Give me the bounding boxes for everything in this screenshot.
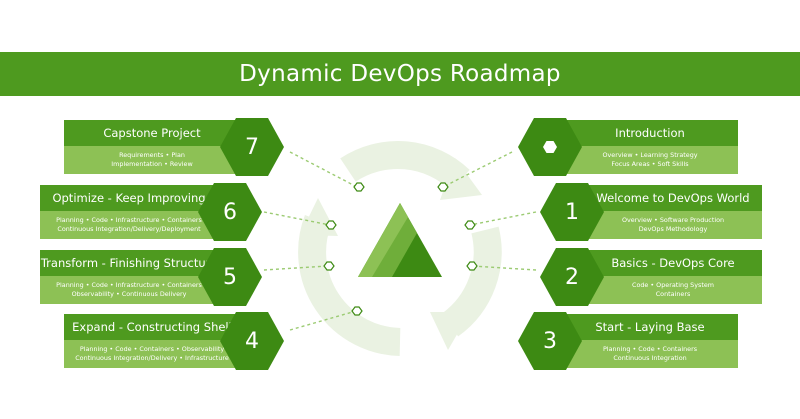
step-card-2: Basics - DevOps Core Code • Operating Sy…	[540, 248, 762, 306]
step-number-hex: 1	[540, 183, 604, 241]
connector-nodes	[323, 182, 478, 316]
step-detail-line: Continuous Integration	[613, 354, 687, 362]
step-detail-line: Code • Operating System	[631, 281, 714, 289]
arrowhead-top	[440, 158, 482, 200]
step-details: Planning • Code • Infrastructure • Conta…	[40, 276, 218, 304]
node-hex-icon	[437, 182, 449, 192]
step-card-4: Expand - Constructing Shell Planning • C…	[64, 312, 284, 370]
step-title: Capstone Project	[64, 120, 240, 146]
step-details: Requirements • Plan Implementation • Rev…	[64, 146, 240, 174]
step-title: Optimize - Keep Improving	[40, 185, 218, 211]
step-number-hex	[518, 118, 582, 176]
page-title: Dynamic DevOps Roadmap	[239, 61, 561, 87]
step-details: Planning • Code • Containers Continuous …	[562, 340, 738, 368]
step-details: Overview • Software Production DevOps Me…	[584, 211, 762, 239]
node-hex-icon	[466, 261, 478, 271]
step-card-6: Optimize - Keep Improving Planning • Cod…	[40, 183, 262, 241]
step-card-7: Capstone Project Requirements • Plan Imp…	[64, 118, 284, 176]
arrowhead-right	[430, 312, 470, 350]
step-details: Code • Operating System Containers	[584, 276, 762, 304]
step-details: Overview • Learning Strategy Focus Areas…	[562, 146, 738, 174]
step-number-hex: 3	[518, 312, 582, 370]
title-banner: Dynamic DevOps Roadmap	[0, 52, 800, 96]
step-detail-line: Containers	[655, 290, 691, 298]
step-detail-line: Planning • Code • Containers	[602, 345, 698, 353]
step-details: Planning • Code • Infrastructure • Conta…	[40, 211, 218, 239]
step-card-introduction: Introduction Overview • Learning Strateg…	[518, 118, 738, 176]
connectors	[263, 151, 537, 331]
triangle-logo	[358, 203, 442, 277]
step-title: Welcome to DevOps World	[584, 185, 762, 211]
step-card-5: Transform - Finishing Structure Planning…	[40, 248, 262, 306]
ring-arc-right	[441, 226, 502, 337]
node-hex-icon	[353, 182, 365, 192]
step-detail-line: Continuous Integration/Delivery • Infras…	[75, 354, 229, 362]
step-number-hex: 2	[540, 248, 604, 306]
hexagon-icon	[543, 141, 557, 153]
node-hex-icon	[351, 306, 363, 316]
step-detail-line: Overview • Software Production	[621, 216, 725, 224]
node-hex-icon	[325, 220, 337, 230]
step-details: Planning • Code • Containers • Observabi…	[64, 340, 240, 368]
step-title: Transform - Finishing Structure	[40, 250, 218, 276]
step-detail-line: Implementation • Review	[111, 160, 193, 168]
step-detail-line: Focus Areas • Soft Skills	[611, 160, 689, 168]
step-card-3: Start - Laying Base Planning • Code • Co…	[518, 312, 738, 370]
node-hex-icon	[464, 220, 476, 230]
step-detail-line: Planning • Code • Containers • Observabi…	[79, 345, 225, 353]
step-detail-line: Overview • Learning Strategy	[602, 151, 698, 159]
step-title: Expand - Constructing Shell	[64, 314, 240, 340]
step-detail-line: DevOps Methodology	[638, 225, 708, 233]
step-title: Start - Laying Base	[562, 314, 738, 340]
step-detail-line: Observability • Continuous Delivery	[71, 290, 187, 298]
step-card-1: Welcome to DevOps World Overview • Softw…	[540, 183, 762, 241]
step-number-hex: 6	[198, 183, 262, 241]
step-detail-line: Continuous Integration/Delivery/Deployme…	[57, 225, 201, 233]
step-detail-line: Planning • Code • Infrastructure • Conta…	[56, 216, 202, 224]
ring-arc-top	[340, 141, 470, 191]
step-detail-line: Requirements • Plan	[119, 151, 185, 159]
step-title: Basics - DevOps Core	[584, 250, 762, 276]
ring-arc-left	[298, 215, 401, 356]
step-title: Introduction	[562, 120, 738, 146]
node-hex-icon	[323, 261, 335, 271]
step-detail-line: Planning • Code • Infrastructure • Conta…	[56, 281, 202, 289]
